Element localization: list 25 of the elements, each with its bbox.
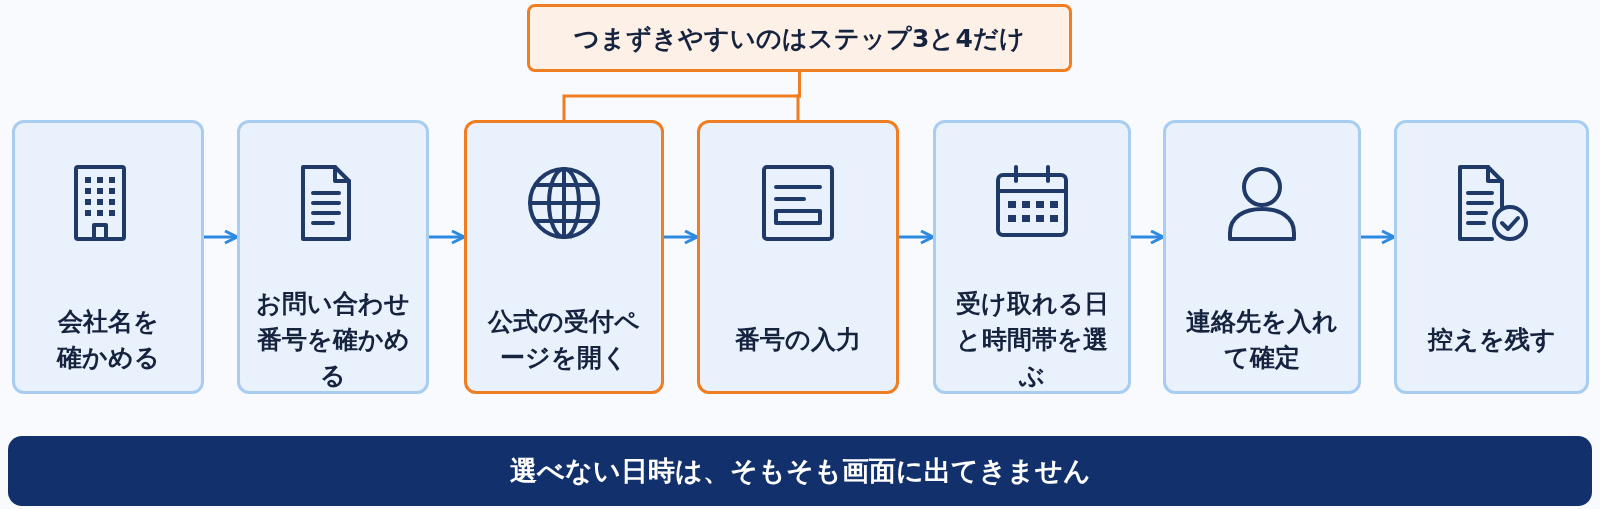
- step-card: [464, 120, 664, 394]
- banner-text: 選べない日時は、そもそも画面に出てきません: [509, 454, 1091, 488]
- step-card: [237, 120, 429, 394]
- bracket-line: [796, 72, 801, 120]
- step-card: [697, 120, 899, 394]
- step-label: 連絡先を入れて確定: [1185, 306, 1339, 374]
- step-label: 会社名を確かめる: [55, 306, 161, 374]
- step-label: お問い合わせ番号を確かめる: [255, 288, 411, 392]
- step-card: [1163, 120, 1361, 394]
- callout-box: [527, 4, 1072, 72]
- step-label: 公式の受付ページを開く: [486, 306, 641, 374]
- arrow: [204, 229, 239, 245]
- arrow: [899, 229, 935, 245]
- step-card: [933, 120, 1131, 394]
- step-card: [12, 120, 204, 394]
- callout-text: つまずきやすいのはステップ3と4だけ: [574, 22, 1025, 55]
- arrow: [1361, 229, 1396, 245]
- banner: [8, 436, 1592, 506]
- step-card: [1394, 120, 1589, 394]
- step-label: 控えを残す: [1426, 324, 1557, 356]
- arrow: [429, 229, 466, 245]
- arrow: [1131, 229, 1165, 245]
- step-label: 番号の入力: [734, 324, 862, 356]
- step-label: 受け取れる日と時間帯を選ぶ: [954, 288, 1110, 392]
- arrow: [664, 229, 699, 245]
